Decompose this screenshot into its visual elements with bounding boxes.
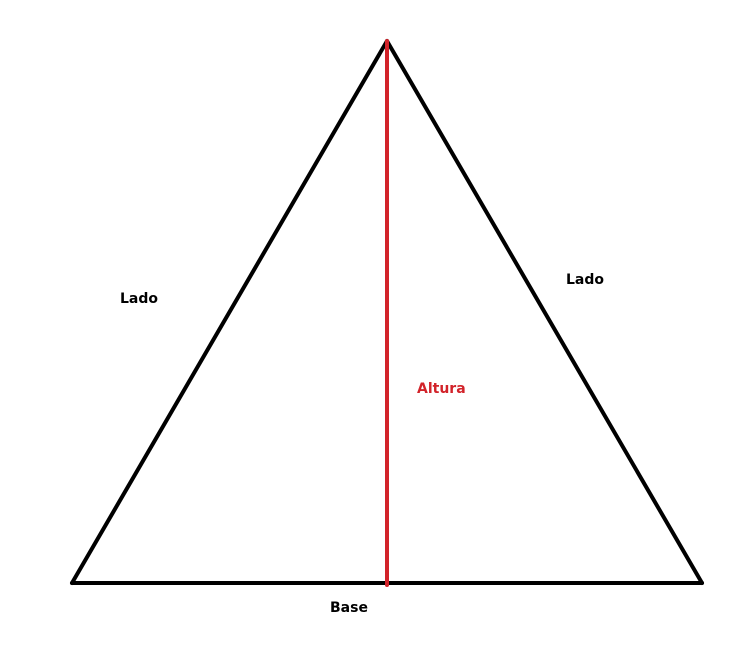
- height-label: Altura: [417, 381, 466, 397]
- base-label: Base: [330, 600, 368, 616]
- triangle-right-side: [385, 39, 704, 585]
- right-side-label: Lado: [566, 272, 605, 288]
- left-side-label: Lado: [120, 291, 159, 307]
- triangle-left-side: [70, 39, 389, 585]
